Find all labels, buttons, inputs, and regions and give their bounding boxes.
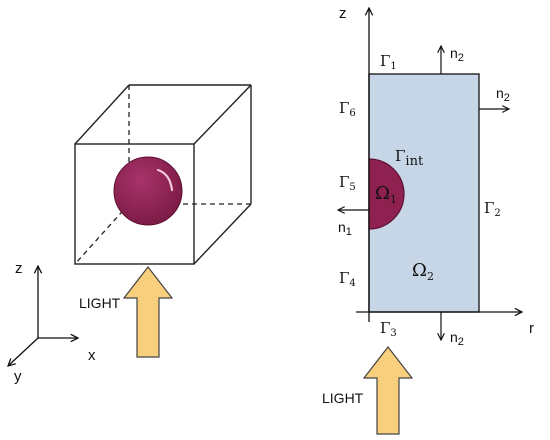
light-arrow-left bbox=[122, 266, 174, 358]
axis-label-y-left: y bbox=[14, 368, 22, 385]
normal-label-right: n2 bbox=[496, 85, 510, 104]
axis-label-r-right: r bbox=[529, 320, 534, 337]
right-figure: z r n2 n2 n2 n1 Γ1 Γ6 Γint Γ5 Γ2 Γ4 Γ3 Ω… bbox=[322, 5, 534, 435]
normal-label-bottom: n2 bbox=[450, 329, 464, 348]
normal-label-left: n1 bbox=[338, 219, 352, 238]
axis-label-z-left: z bbox=[15, 260, 23, 277]
normal-label-top: n2 bbox=[450, 45, 464, 64]
boundary-label-gint: Γint bbox=[395, 147, 424, 169]
normal-arrows bbox=[338, 46, 509, 340]
axis-label-z-right: z bbox=[339, 5, 347, 22]
boundary-label-g4: Γ4 bbox=[339, 269, 356, 289]
cube-visible-edges bbox=[74, 84, 252, 265]
boundary-label-g1: Γ1 bbox=[380, 52, 397, 72]
region-label-omega2: Ω2 bbox=[412, 260, 434, 283]
boundary-label-g3: Γ3 bbox=[380, 319, 397, 339]
boundary-label-g6: Γ6 bbox=[339, 99, 356, 119]
left-figure: z x y LIGHT bbox=[8, 84, 252, 385]
sphere-highlight bbox=[156, 168, 174, 192]
light-label-right: LIGHT bbox=[322, 390, 364, 406]
light-arrow-right bbox=[362, 346, 414, 435]
boundary-label-g2: Γ2 bbox=[484, 199, 501, 219]
cube-front-face bbox=[74, 143, 195, 265]
boundary-label-g5: Γ5 bbox=[339, 173, 356, 193]
axis-label-x-left: x bbox=[88, 347, 96, 364]
region-label-omega1: Ω1 bbox=[375, 183, 397, 206]
light-label-left: LIGHT bbox=[79, 295, 121, 311]
domain-omega1 bbox=[368, 158, 405, 230]
xyz-axes bbox=[8, 266, 78, 366]
